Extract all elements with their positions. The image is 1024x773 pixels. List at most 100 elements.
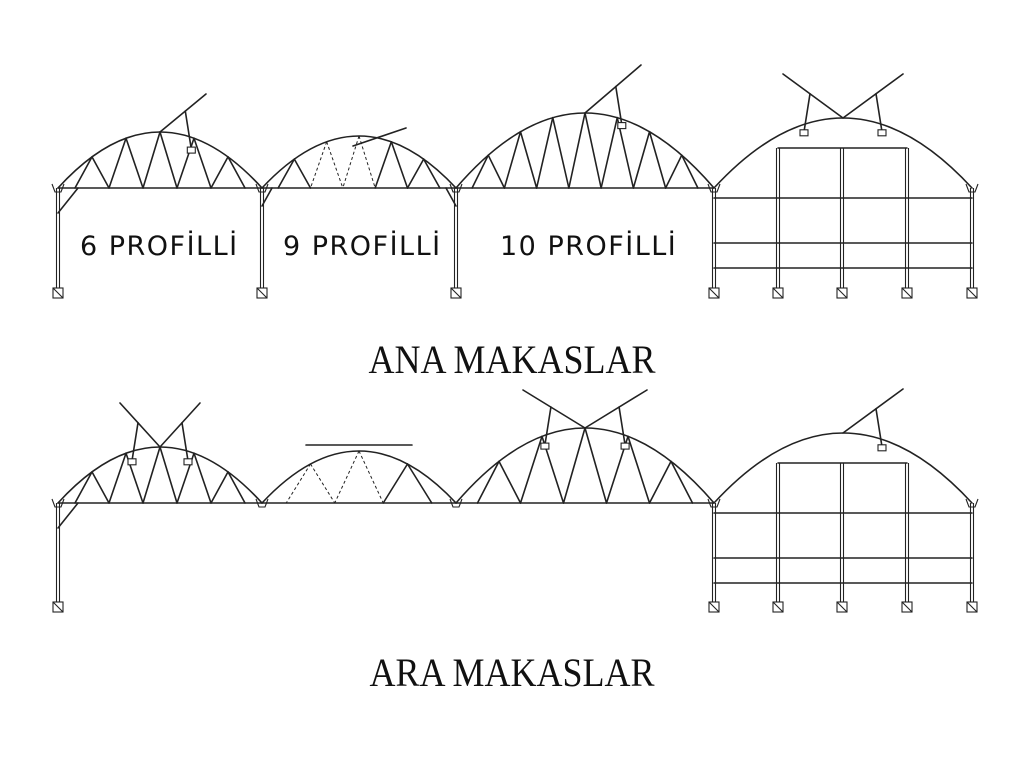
- title-main-trusses: ANA MAKASLAR: [368, 337, 656, 382]
- web-member: [358, 135, 376, 189]
- footing-cross: [966, 287, 978, 299]
- web-member: [648, 460, 672, 504]
- vent-arm: [875, 93, 883, 133]
- web-member: [342, 135, 360, 189]
- gutter: [51, 498, 65, 508]
- web-member: [334, 450, 360, 504]
- web-member: [551, 116, 570, 189]
- arch-10-profile: [455, 427, 715, 504]
- arch-6-profile: [57, 131, 263, 189]
- web-member: [519, 435, 543, 504]
- knee-brace: [57, 502, 79, 529]
- arch-10-profile: [455, 112, 715, 189]
- web-member: [159, 446, 178, 504]
- gutter: [965, 183, 979, 193]
- vent-motor: [540, 442, 550, 450]
- vent-flap: [522, 389, 586, 429]
- web-member: [406, 463, 433, 504]
- web-member: [519, 130, 538, 189]
- footing-cross: [52, 601, 64, 613]
- web-member: [503, 130, 522, 189]
- web-member: [108, 137, 127, 189]
- web-member: [568, 112, 586, 189]
- footing-cross: [772, 601, 784, 613]
- arch-6-profile: [57, 446, 263, 504]
- web-member: [498, 460, 522, 504]
- web-member: [108, 452, 127, 504]
- web-member: [91, 471, 110, 504]
- knee-brace: [445, 187, 457, 207]
- vent-flap: [159, 93, 207, 133]
- footing-cross: [708, 601, 720, 613]
- web-member: [310, 463, 336, 504]
- gutter: [255, 498, 269, 508]
- web-member: [535, 116, 554, 189]
- vent-arm: [131, 421, 139, 462]
- web-member: [382, 463, 409, 504]
- footing-cross: [772, 287, 784, 299]
- footing-cross: [836, 601, 848, 613]
- web-member: [159, 131, 178, 189]
- web-member: [616, 116, 635, 189]
- web-member: [74, 471, 93, 504]
- web-member: [293, 158, 312, 189]
- vent-motor: [127, 458, 137, 466]
- web-member: [476, 460, 500, 504]
- footing-cross: [836, 287, 848, 299]
- vent-arm: [803, 93, 811, 133]
- web-member: [664, 154, 683, 189]
- web-member: [193, 452, 212, 504]
- web-member: [584, 427, 608, 504]
- vent-motor: [186, 146, 196, 154]
- vent-arm: [875, 407, 883, 448]
- title-intermediate-trusses: ARA MAKASLAR: [369, 650, 655, 695]
- web-member: [487, 154, 506, 189]
- gutter: [965, 498, 979, 508]
- web-member: [648, 130, 667, 189]
- web-member: [142, 131, 161, 189]
- vent-arm: [614, 85, 623, 126]
- web-member: [670, 460, 694, 504]
- main-truss-row: [51, 64, 979, 299]
- vent-flap: [159, 402, 201, 448]
- vent-flap: [352, 127, 407, 147]
- gutter: [449, 183, 463, 193]
- footing-cross: [901, 287, 913, 299]
- web-member: [285, 463, 311, 504]
- web-member: [632, 130, 651, 189]
- vent-flap: [584, 64, 642, 114]
- gutter: [707, 183, 721, 193]
- vent-flap: [782, 73, 844, 119]
- web-member: [193, 137, 212, 189]
- web-member: [600, 116, 619, 189]
- label-10-profile: 10 PROFİLLİ: [500, 231, 678, 262]
- footing-cross: [966, 601, 978, 613]
- web-member: [390, 140, 409, 189]
- vent-motor: [877, 444, 887, 452]
- vent-flap: [842, 388, 904, 434]
- web-member: [227, 471, 246, 504]
- label-6-profile: 6 PROFİLLİ: [80, 231, 239, 262]
- web-member: [326, 141, 344, 189]
- web-member: [125, 137, 144, 189]
- web-member: [374, 140, 393, 189]
- vent-motor: [183, 458, 193, 466]
- vent-flap: [584, 389, 648, 429]
- footing-cross: [450, 287, 462, 299]
- web-member: [471, 154, 490, 189]
- gutter: [707, 498, 721, 508]
- web-member: [227, 156, 246, 189]
- vent-arm: [544, 406, 552, 446]
- web-member: [406, 158, 425, 189]
- gutter: [51, 183, 65, 193]
- web-member: [310, 141, 328, 189]
- web-member: [627, 435, 651, 504]
- gutter: [255, 183, 269, 193]
- vent-motor: [799, 129, 809, 137]
- web-member: [562, 427, 586, 504]
- footing-cross: [52, 287, 64, 299]
- gutter: [449, 498, 463, 508]
- knee-brace: [261, 187, 273, 207]
